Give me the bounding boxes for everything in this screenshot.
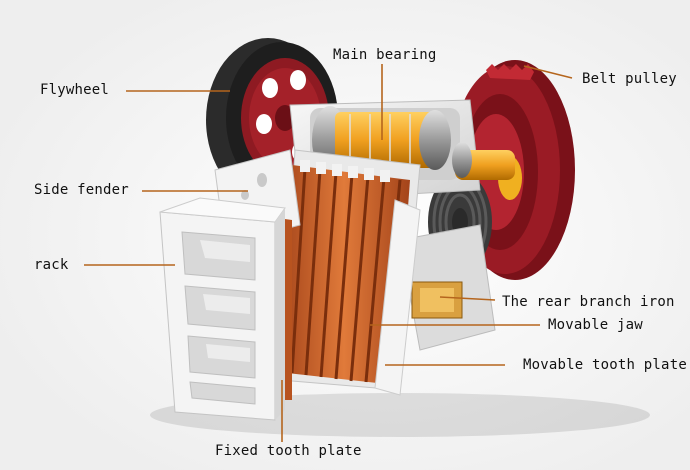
label-movable-tooth-plate: Movable tooth plate	[523, 357, 687, 373]
label-belt-pulley: Belt pulley	[582, 71, 677, 87]
label-movable-jaw: Movable jaw	[548, 317, 643, 333]
label-fixed-tooth-plate: Fixed tooth plate	[215, 443, 362, 459]
label-main-bearing: Main bearing	[333, 47, 437, 63]
label-flywheel: Flywheel	[40, 82, 110, 98]
leader-belt-pulley	[523, 65, 573, 79]
label-rack: rack	[34, 257, 69, 273]
label-side-fender: Side fender	[34, 182, 129, 198]
leader-lines	[84, 64, 573, 442]
movable-jaw	[278, 149, 421, 396]
rack	[159, 197, 286, 421]
leader-rear-branch-iron	[439, 296, 496, 301]
label-rear-branch-iron: The rear branch iron	[502, 294, 675, 310]
rear-frame	[399, 224, 496, 351]
